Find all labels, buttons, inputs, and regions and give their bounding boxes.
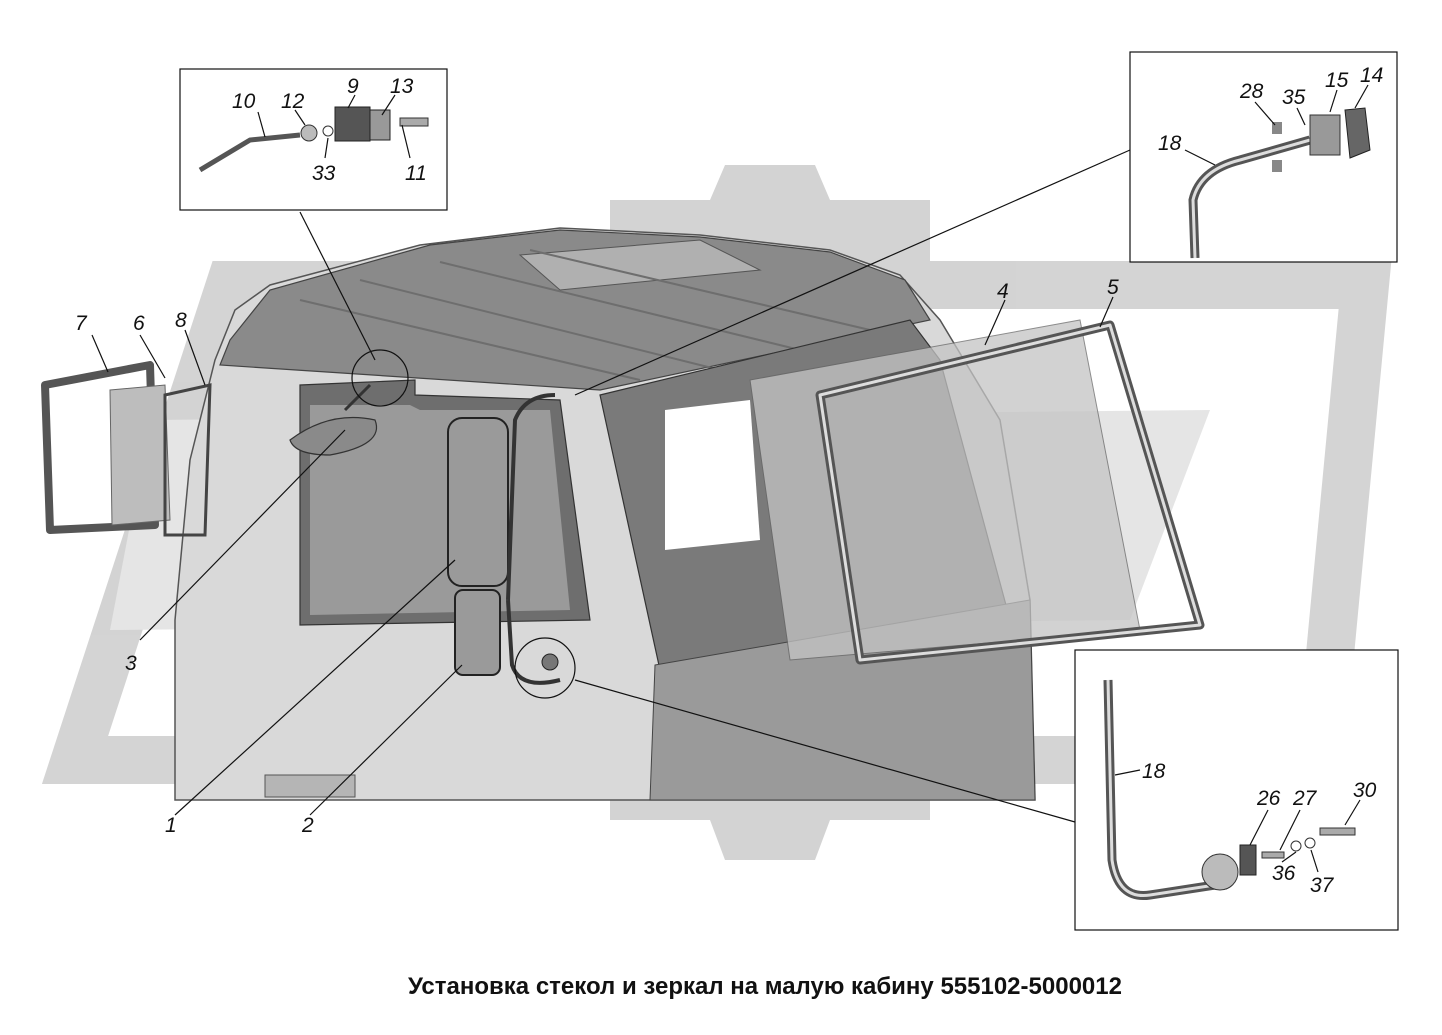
mirror-assembly [289,383,561,685]
callout-18-top: 18 [1158,132,1182,155]
callout-27: 27 [1292,787,1318,810]
callout-10: 10 [232,90,256,113]
callout-33: 33 [312,162,336,185]
callout-36: 36 [1272,862,1296,885]
inset-sun-visor-bracket [179,68,448,211]
callout-3: 3 [125,652,137,675]
inset-mirror-upper-bracket [1129,51,1398,263]
callout-11: 11 [405,162,427,185]
callout-14: 14 [1360,64,1383,87]
rear-window-assembly [41,361,212,537]
callout-37: 37 [1310,874,1335,897]
callout-35: 35 [1282,86,1306,109]
windshield-assembly [749,319,1205,665]
callout-7: 7 [75,312,88,335]
callout-6: 6 [133,312,145,335]
callout-15: 15 [1325,69,1349,92]
callout-13: 13 [390,75,414,98]
diagram-caption: Установка стекол и зеркал на малую кабин… [408,973,1122,1000]
callout-28: 28 [1239,80,1264,103]
callout-30: 30 [1353,779,1377,802]
callout-4: 4 [997,280,1009,303]
callout-8: 8 [175,309,187,332]
callout-5: 5 [1107,276,1119,299]
callout-1: 1 [165,814,177,837]
callout-2: 2 [301,814,314,837]
callout-labels: 1 2 3 4 5 6 7 8 9 10 11 12 13 14 15 18 1… [75,64,1383,897]
callout-26: 26 [1256,787,1281,810]
leader-lines [91,84,1369,873]
callout-18-bottom: 18 [1142,760,1166,783]
callout-9: 9 [347,75,359,98]
callout-12: 12 [281,90,305,113]
inset-mirror-lower-bracket [1074,649,1399,931]
